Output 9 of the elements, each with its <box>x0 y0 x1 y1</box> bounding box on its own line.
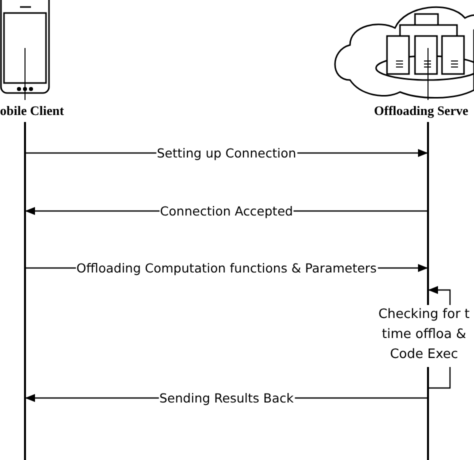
lifeline <box>24 122 26 460</box>
return-bracket <box>429 367 451 389</box>
participant-label: obile Client <box>0 103 68 119</box>
message-label: Connection Accepted <box>159 204 294 218</box>
message-label: Sending Results Back <box>158 390 295 406</box>
message-label: Offloading Computation functions & Parameters <box>75 260 378 276</box>
self-call-arrow <box>428 286 451 305</box>
message-label: Setting up Connection <box>156 146 298 160</box>
participant-label: Offloading Serve <box>374 103 474 119</box>
